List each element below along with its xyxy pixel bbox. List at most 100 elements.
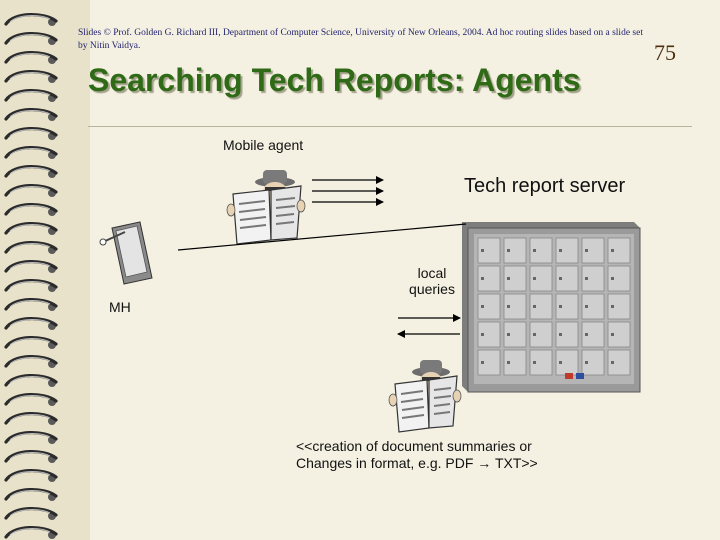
mh-to-server-link: [177, 223, 467, 251]
server-drive-bay: [503, 265, 527, 292]
spiral-ring: [4, 165, 58, 178]
server-led: [507, 361, 510, 364]
server-led: [559, 277, 562, 280]
server-led: [533, 277, 536, 280]
server-led: [559, 305, 562, 308]
server-drive-bay: [529, 265, 553, 292]
server-drive-bay: [581, 237, 605, 264]
spiral-ring: [4, 13, 58, 26]
spiral-ring: [4, 488, 58, 501]
spiral-ring: [4, 336, 58, 349]
server-drive-bay: [581, 293, 605, 320]
spiral-ring: [4, 393, 58, 406]
credit-line-2: by Nitin Vaidya.: [78, 41, 141, 51]
server-drive-bay: [607, 293, 631, 320]
server-drive-bay: [555, 293, 579, 320]
server-led: [481, 305, 484, 308]
note-line-2: Changes in format, e.g. PDF → TXT>>: [296, 455, 538, 471]
spiral-ring: [4, 241, 58, 254]
server-drive-bay: [581, 265, 605, 292]
server-led: [611, 277, 614, 280]
server-drive-bay: [477, 349, 501, 376]
credit-line-1: Slides © Prof. Golden G. Richard III, De…: [78, 28, 643, 38]
spiral-ring: [4, 412, 58, 425]
server-drive-bay: [477, 293, 501, 320]
server-led: [481, 333, 484, 336]
spiral-ring: [4, 222, 58, 235]
tech-report-server-icon: [462, 222, 641, 393]
server-led: [611, 249, 614, 252]
spiral-ring: [4, 127, 58, 140]
server-drive-bay: [529, 293, 553, 320]
spiral-ring: [4, 32, 58, 45]
server-drive-bay: [555, 265, 579, 292]
server-led: [559, 249, 562, 252]
server-led: [559, 361, 562, 364]
spiral-binding: [0, 0, 90, 540]
spiral-ring: [4, 279, 58, 292]
mh-label: MH: [109, 299, 131, 315]
slide-number: 75: [654, 40, 676, 65]
server-led: [559, 333, 562, 336]
server-led: [533, 249, 536, 252]
spiral-ring: [4, 146, 58, 159]
server-drive-bay: [477, 237, 501, 264]
binding-strip: [0, 0, 90, 540]
spiral-ring: [4, 184, 58, 197]
conversion-note: <<creation of document summaries or Chan…: [296, 438, 538, 472]
server-led: [611, 333, 614, 336]
server-drive-bay: [607, 349, 631, 376]
server-drive-bay: [607, 321, 631, 348]
spiral-ring: [4, 51, 58, 64]
server-drive-bay: [607, 265, 631, 292]
server-drive-bay: [477, 321, 501, 348]
spiral-ring: [4, 298, 58, 311]
server-led: [507, 305, 510, 308]
server-led: [585, 305, 588, 308]
note-line-1: <<creation of document summaries or: [296, 438, 532, 454]
spiral-ring: [4, 450, 58, 463]
server-led: [481, 277, 484, 280]
server-drive-bay: [503, 349, 527, 376]
server-led: [481, 361, 484, 364]
spiral-ring: [4, 317, 58, 330]
spiral-ring: [4, 70, 58, 83]
server-drive-bay: [607, 237, 631, 264]
local-queries-label: local queries: [398, 265, 466, 297]
spiral-ring: [4, 108, 58, 121]
spiral-ring: [4, 507, 58, 520]
server-drive-bay: [503, 321, 527, 348]
server-drive-bay: [529, 237, 553, 264]
mobile-agent-label: Mobile agent: [223, 137, 304, 153]
agent-migration-arrows: [312, 176, 384, 206]
server-led: [507, 249, 510, 252]
local-queries-line-1: local: [417, 265, 447, 281]
server-drive-bay: [503, 237, 527, 264]
server-led: [533, 361, 536, 364]
server-label: Tech report server: [464, 175, 626, 197]
server-led: [611, 361, 614, 364]
mobile-agent-at-server-icon: [388, 360, 462, 433]
spiral-ring: [4, 469, 58, 482]
local-query-arrows: [397, 314, 461, 338]
spiral-ring: [4, 374, 58, 387]
slide-title: Searching Tech Reports: Agents: [88, 62, 581, 98]
server-drive-bay: [581, 349, 605, 376]
server-led: [507, 277, 510, 280]
spiral-ring: [4, 203, 58, 216]
spiral-ring: [4, 526, 58, 539]
server-led: [585, 249, 588, 252]
server-drive-bay: [477, 265, 501, 292]
server-led: [533, 333, 536, 336]
server-led: [585, 277, 588, 280]
server-drive-bay: [581, 321, 605, 348]
server-led: [507, 333, 510, 336]
credit-text: Slides © Prof. Golden G. Richard III, De…: [78, 27, 698, 53]
server-drive-bay: [555, 321, 579, 348]
server-led: [585, 361, 588, 364]
server-led: [585, 333, 588, 336]
spiral-ring: [4, 431, 58, 444]
local-queries-line-2: queries: [409, 281, 455, 297]
